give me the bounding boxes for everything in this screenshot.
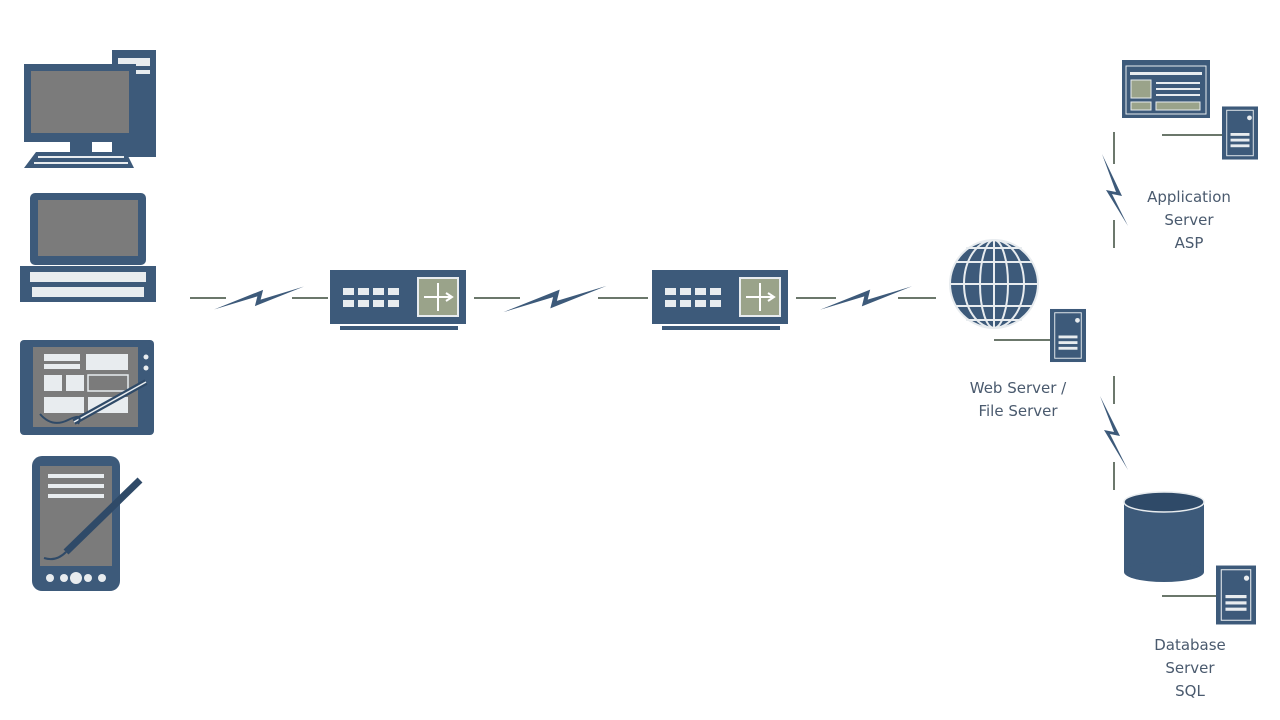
router-icon — [652, 270, 788, 330]
app-server-label-line: Application — [1147, 188, 1231, 206]
web-server-label: Web Server / File Server — [940, 377, 1096, 423]
db-server-icon — [1162, 564, 1256, 626]
web-server-icon — [994, 308, 1086, 363]
app-server-label: Application Server ASP — [1126, 186, 1252, 255]
app-server-label-line: ASP — [1174, 234, 1204, 252]
db-server-label: Database Server SQL — [1130, 634, 1250, 703]
globe-icon — [949, 239, 1039, 329]
laptop-icon — [20, 193, 156, 302]
link-web-db — [1100, 376, 1128, 490]
db-server-label-line: SQL — [1175, 682, 1205, 700]
app-server-icon — [1162, 105, 1258, 161]
link-web-app — [1102, 132, 1128, 248]
desktop-computer-icon — [24, 50, 156, 168]
database-cylinder-icon — [1123, 491, 1205, 582]
app-server-label-line: Server — [1164, 211, 1214, 229]
pda-icon — [32, 456, 143, 591]
db-server-label-line: Server — [1165, 659, 1215, 677]
tablet-pc-icon — [20, 340, 154, 435]
db-server-label-line: Database — [1154, 636, 1226, 654]
link-router2-web — [796, 286, 936, 310]
web-server-label-line: File Server — [978, 402, 1058, 420]
link-clients-router1 — [190, 286, 328, 310]
link-router1-router2 — [474, 285, 648, 313]
application-window-icon — [1122, 60, 1210, 118]
web-server-label-line: Web Server / — [969, 379, 1067, 397]
router-icon — [330, 270, 466, 330]
